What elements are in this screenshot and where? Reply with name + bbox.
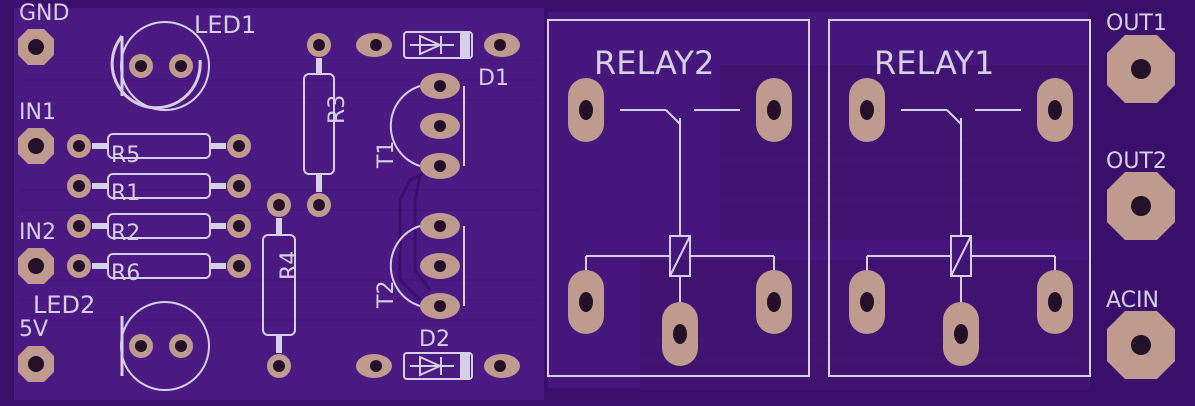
label-in2: IN2 — [19, 220, 56, 245]
label-gnd: GND — [19, 1, 69, 26]
led1 — [110, 21, 210, 111]
relay2 — [547, 19, 810, 377]
label-relay1: RELAY1 — [874, 44, 994, 82]
label-5v: 5V — [19, 317, 48, 342]
label-d1: D1 — [478, 66, 509, 91]
label-r2: R2 — [111, 221, 140, 246]
label-r6: R6 — [111, 261, 140, 286]
header-in1[interactable] — [18, 128, 54, 164]
diode-d1 — [356, 31, 520, 59]
label-in1: IN1 — [19, 100, 56, 125]
relay-pour — [720, 65, 1090, 240]
label-r1: R1 — [111, 181, 140, 206]
label-out2: OUT2 — [1106, 149, 1167, 174]
transistor-t2 — [389, 213, 465, 319]
led2 — [120, 301, 210, 391]
label-r5: R5 — [111, 143, 140, 168]
resistor-r3 — [303, 33, 335, 217]
relay1 — [828, 19, 1091, 377]
label-led2: LED2 — [33, 291, 95, 319]
label-r4: R4 — [277, 251, 302, 280]
label-d2: D2 — [419, 327, 450, 352]
terminal-out2[interactable] — [1107, 172, 1175, 240]
header-5v[interactable] — [18, 346, 54, 382]
label-relay2: RELAY2 — [594, 44, 714, 82]
resistor-r4 — [262, 193, 296, 378]
resistor-r1 — [67, 173, 251, 199]
label-t1: T1 — [374, 141, 399, 169]
label-t2: T2 — [374, 281, 399, 309]
header-gnd[interactable] — [18, 29, 54, 65]
resistor-r5 — [67, 133, 251, 159]
label-r3: R3 — [325, 95, 350, 124]
label-acin: ACIN — [1106, 288, 1159, 313]
terminal-out1[interactable] — [1107, 35, 1175, 103]
label-led1: LED1 — [194, 11, 256, 39]
diode-d2 — [356, 352, 520, 380]
label-out1: OUT1 — [1106, 11, 1167, 36]
resistor-r2 — [67, 213, 251, 239]
header-in2[interactable] — [18, 248, 54, 284]
terminal-acin[interactable] — [1107, 311, 1175, 379]
transistor-t1 — [389, 73, 465, 179]
resistor-r6 — [67, 253, 251, 279]
